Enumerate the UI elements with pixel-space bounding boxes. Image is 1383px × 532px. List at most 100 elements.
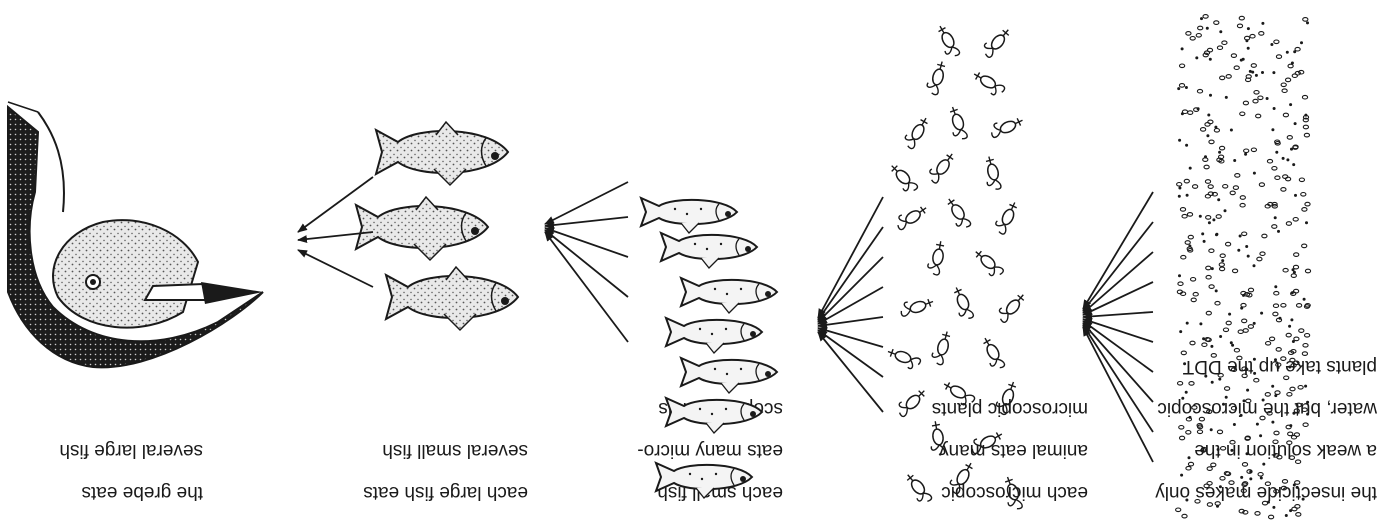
plant-cell	[1221, 259, 1224, 262]
plant-cell	[1299, 329, 1304, 333]
plant-cell	[1215, 233, 1218, 236]
plant-cell	[1251, 148, 1256, 152]
plant-cell	[1240, 307, 1243, 310]
plant-cell	[1248, 325, 1253, 329]
plant-cell	[1239, 16, 1244, 20]
plant-cell	[1295, 481, 1300, 485]
plant-cell	[1304, 114, 1307, 117]
plant-cell	[1188, 235, 1193, 239]
plant-cell	[1271, 385, 1274, 388]
plant-cell	[1198, 26, 1203, 30]
plant-cell	[1284, 376, 1289, 380]
plant-cell	[1286, 158, 1289, 161]
plant-cell	[1178, 274, 1181, 277]
plant-cell	[1226, 321, 1231, 325]
plant-cell	[1180, 474, 1183, 477]
plant-cell	[1293, 484, 1296, 487]
plant-cell	[1225, 387, 1230, 391]
plant-cell	[1230, 341, 1233, 344]
plant-cell	[1226, 75, 1231, 79]
plant-cell	[1241, 303, 1246, 307]
plant-cell	[1305, 269, 1310, 273]
plant-cell	[1293, 265, 1298, 269]
plant-cell	[1267, 159, 1272, 163]
plant-cell	[1292, 507, 1297, 511]
plant-cell	[1243, 329, 1248, 333]
plant-cell	[1217, 448, 1220, 451]
plant-cell	[1286, 222, 1291, 226]
plant-cell	[1180, 64, 1185, 68]
plant-cell	[1186, 466, 1191, 470]
plant-cell	[1286, 78, 1291, 82]
plant-cell	[1220, 76, 1225, 80]
plant-cell	[1274, 291, 1279, 295]
plant-cell	[1276, 55, 1281, 59]
plant-cell	[1189, 382, 1194, 386]
plant-cell	[1291, 274, 1296, 278]
plant-cell	[1231, 54, 1236, 58]
plant-cell	[1281, 188, 1286, 192]
plant-cell	[1176, 508, 1181, 512]
plant-cell	[1231, 368, 1236, 372]
plant-cell	[1233, 269, 1238, 273]
plant-cell	[1292, 340, 1295, 343]
plant-cell	[1293, 50, 1296, 53]
plant-cell	[1255, 74, 1258, 77]
plant-cell	[1251, 71, 1254, 74]
plant-cell	[1295, 47, 1300, 51]
plant-cell	[1242, 374, 1247, 378]
plant-cell	[1240, 112, 1245, 116]
plant-cell	[1189, 167, 1192, 170]
plant-cell	[1306, 21, 1309, 24]
plant-cell	[1211, 463, 1216, 467]
plant-cell	[1228, 313, 1231, 316]
plant-cell	[1290, 358, 1295, 362]
plant-cell	[1191, 298, 1196, 302]
plant-cell	[1297, 304, 1302, 308]
plant-cell	[1281, 83, 1286, 87]
plant-cell	[1243, 101, 1248, 105]
plant-cell	[1222, 41, 1227, 45]
plant-cell	[1272, 71, 1275, 74]
plant-cell	[1224, 209, 1227, 212]
plant-cell	[1182, 514, 1187, 518]
plant-cell	[1214, 128, 1219, 132]
plant-cell	[1242, 319, 1247, 323]
plant-cell	[1292, 412, 1295, 415]
plant-cell	[1217, 198, 1220, 201]
plant-cell	[1290, 318, 1293, 321]
plant-cell	[1275, 176, 1280, 180]
plant-cell	[1222, 403, 1225, 406]
plant-cell	[1245, 245, 1248, 248]
plant-cell	[1193, 185, 1198, 189]
plant-cell	[1240, 476, 1243, 479]
plant-cell	[1246, 78, 1251, 82]
plant-cell	[1233, 423, 1236, 426]
plant-cell	[1204, 375, 1207, 378]
plant-cell	[1265, 482, 1270, 486]
plant-cell	[1258, 96, 1263, 100]
plant-cell	[1233, 186, 1238, 190]
plant-cell	[1241, 489, 1246, 493]
plant-cell	[1287, 393, 1292, 397]
plant-cell	[1185, 144, 1188, 147]
plant-cell	[1183, 362, 1186, 365]
plant-cell	[1178, 195, 1181, 198]
plant-cell	[1261, 71, 1264, 74]
plant-cell	[1179, 330, 1182, 333]
plant-cell	[1209, 58, 1212, 61]
plant-cell	[1225, 96, 1228, 99]
plant-cell	[1262, 501, 1267, 505]
plant-cell	[1209, 140, 1214, 144]
plant-cell	[1275, 151, 1278, 154]
plant-cell	[1298, 386, 1303, 390]
plant-cell	[1301, 192, 1306, 196]
plant-cell	[1303, 298, 1306, 301]
plant-cell	[1196, 33, 1201, 37]
plant-cell	[1291, 364, 1296, 368]
plant-cell	[1206, 134, 1209, 137]
plant-cell	[1306, 413, 1309, 416]
plant-cell	[1281, 486, 1286, 490]
plant-cell	[1199, 322, 1202, 325]
plant-cell	[1293, 217, 1298, 221]
